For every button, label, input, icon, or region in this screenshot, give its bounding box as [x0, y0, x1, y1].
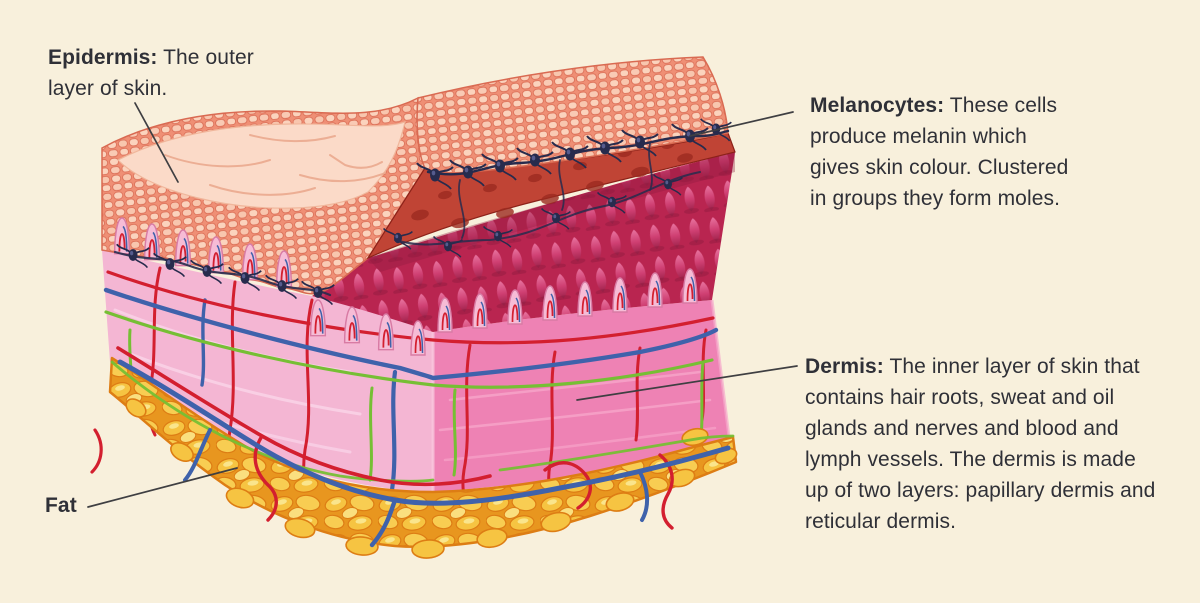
melanocytes-label: Melanocytes: These cells produce melanin…: [810, 90, 1078, 214]
leader-lines: [87, 102, 798, 508]
fat-term: Fat: [45, 494, 77, 517]
artery: [116, 346, 492, 487]
melanocytes-leader-line: [689, 111, 794, 137]
lymph-vessel: [498, 434, 735, 472]
melanocyte-cells: [113, 117, 733, 306]
vein: [103, 287, 719, 381]
fat-leader-line: [87, 467, 238, 508]
vein: [638, 470, 649, 522]
dermis-description: The inner layer of skin that contains ha…: [805, 355, 1156, 533]
epidermis-label: Epidermis: The outer layer of skin.: [48, 42, 280, 104]
fat-globules: [125, 398, 738, 559]
melanocytes-term: Melanocytes:: [810, 94, 945, 117]
papillary-dermis-surface: [312, 152, 735, 332]
skin-surface: [116, 121, 406, 209]
skin-wrinkles: [164, 134, 386, 196]
artery: [543, 461, 593, 510]
artery: [90, 428, 103, 474]
dermis-right-edge: [710, 299, 732, 446]
vein: [369, 497, 398, 548]
artery: [253, 434, 278, 522]
epidermis-description: The outer layer of skin.: [48, 46, 254, 100]
fat-layer: [90, 346, 738, 559]
lymph-vessel: [104, 310, 714, 389]
fat-label: Fat: [45, 490, 165, 521]
epidermis-leader-line: [134, 102, 179, 183]
dermis-label: Dermis: The inner layer of skin that con…: [805, 351, 1161, 537]
vein: [183, 428, 212, 482]
fat-vessels: [90, 346, 735, 548]
lymph-vessel: [110, 360, 435, 483]
epidermis-layer: [101, 96, 426, 295]
dermis-term: Dermis:: [805, 355, 884, 378]
melanocytes-description: These cells produce melanin which gives …: [810, 94, 1069, 210]
dermis-leader-line: [576, 365, 798, 401]
dermis-horizontal-vessels: [103, 270, 719, 389]
epidermis-term: Epidermis:: [48, 46, 158, 69]
artery: [106, 270, 715, 345]
